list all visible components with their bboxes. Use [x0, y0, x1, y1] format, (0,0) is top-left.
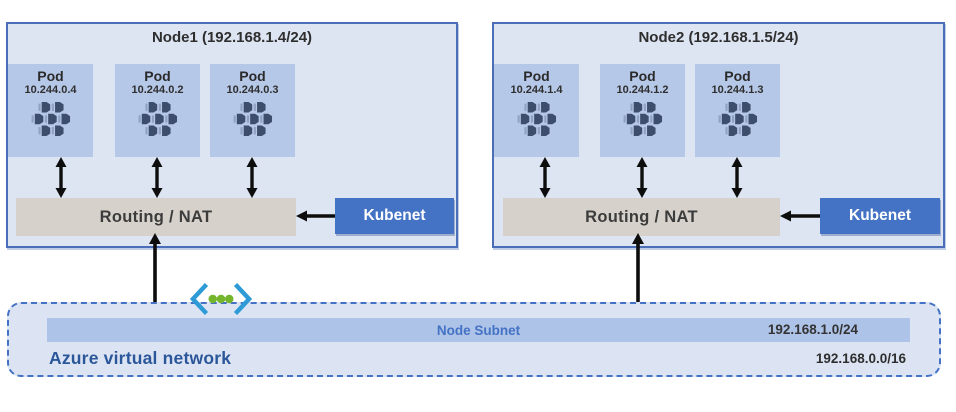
node1-kubenet-box: Kubenet — [335, 198, 454, 234]
node2-pod-2: Pod 10.244.1.3 — [695, 64, 780, 157]
virtual-network-icon — [190, 282, 252, 316]
pod2-router-arrow — [151, 157, 163, 198]
pod1-router-arrow — [539, 157, 551, 198]
pod-ip: 10.244.0.2 — [131, 84, 184, 96]
azure-vnet-box: Node Subnet 192.168.1.0/24 Azure virtual… — [7, 302, 941, 377]
node2-kubenet-box: Kubenet — [820, 198, 940, 234]
node2-box: Node2 (192.168.1.5/24) Pod 10.244.1.2 Po… — [492, 22, 945, 248]
container-cluster-icon — [135, 102, 181, 136]
node1-title: Node1 (192.168.1.4/24) — [151, 29, 313, 46]
azure-vnet-label: Azure virtual network — [49, 348, 232, 368]
pod-label: Pod — [523, 68, 550, 84]
pod3-router-arrow — [246, 157, 258, 198]
pod-ip: 10.244.1.2 — [616, 84, 669, 96]
pod-label: Pod — [724, 68, 751, 84]
node2-pod-1: Pod 10.244.1.2 — [600, 64, 685, 157]
kubenet-router-arrow — [780, 210, 820, 222]
pod-label: Pod — [144, 68, 171, 84]
container-cluster-icon — [28, 102, 74, 136]
node2-pod-3: Pod 10.244.1.4 — [494, 64, 579, 157]
pod-ip: 10.244.0.3 — [226, 84, 279, 96]
node-subnet-label: Node Subnet — [436, 322, 521, 338]
container-cluster-icon — [230, 102, 276, 136]
node1-pod-3: Pod 10.244.0.4 — [8, 64, 93, 157]
pod3-router-arrow — [731, 157, 743, 198]
node-subnet-bar: Node Subnet 192.168.1.0/24 — [47, 318, 910, 342]
node1-pod-2: Pod 10.244.0.3 — [210, 64, 295, 157]
node1-box: Node1 (192.168.1.4/24) Pod 10.244.0.2 Po… — [6, 22, 458, 248]
pod-ip: 10.244.1.3 — [711, 84, 764, 96]
container-cluster-icon — [715, 102, 761, 136]
node1-routing-nat: Routing / NAT — [16, 198, 296, 236]
pod1-router-arrow — [55, 157, 67, 198]
container-cluster-icon — [514, 102, 560, 136]
azure-vnet-cidr: 192.168.0.0/16 — [815, 351, 906, 366]
node2-title: Node2 (192.168.1.5/24) — [638, 29, 799, 46]
pod-ip: 10.244.0.4 — [24, 84, 77, 96]
node1-pod-1: Pod 10.244.0.2 — [115, 64, 200, 157]
pod2-router-arrow — [636, 157, 648, 198]
node-subnet-cidr: 192.168.1.0/24 — [767, 322, 858, 337]
node2-routing-nat: Routing / NAT — [503, 198, 780, 236]
pod-ip: 10.244.1.4 — [510, 84, 563, 96]
container-cluster-icon — [620, 102, 666, 136]
kubenet-router-arrow — [296, 210, 335, 222]
pod-label: Pod — [37, 68, 64, 84]
pod-label: Pod — [239, 68, 266, 84]
pod-label: Pod — [629, 68, 656, 84]
